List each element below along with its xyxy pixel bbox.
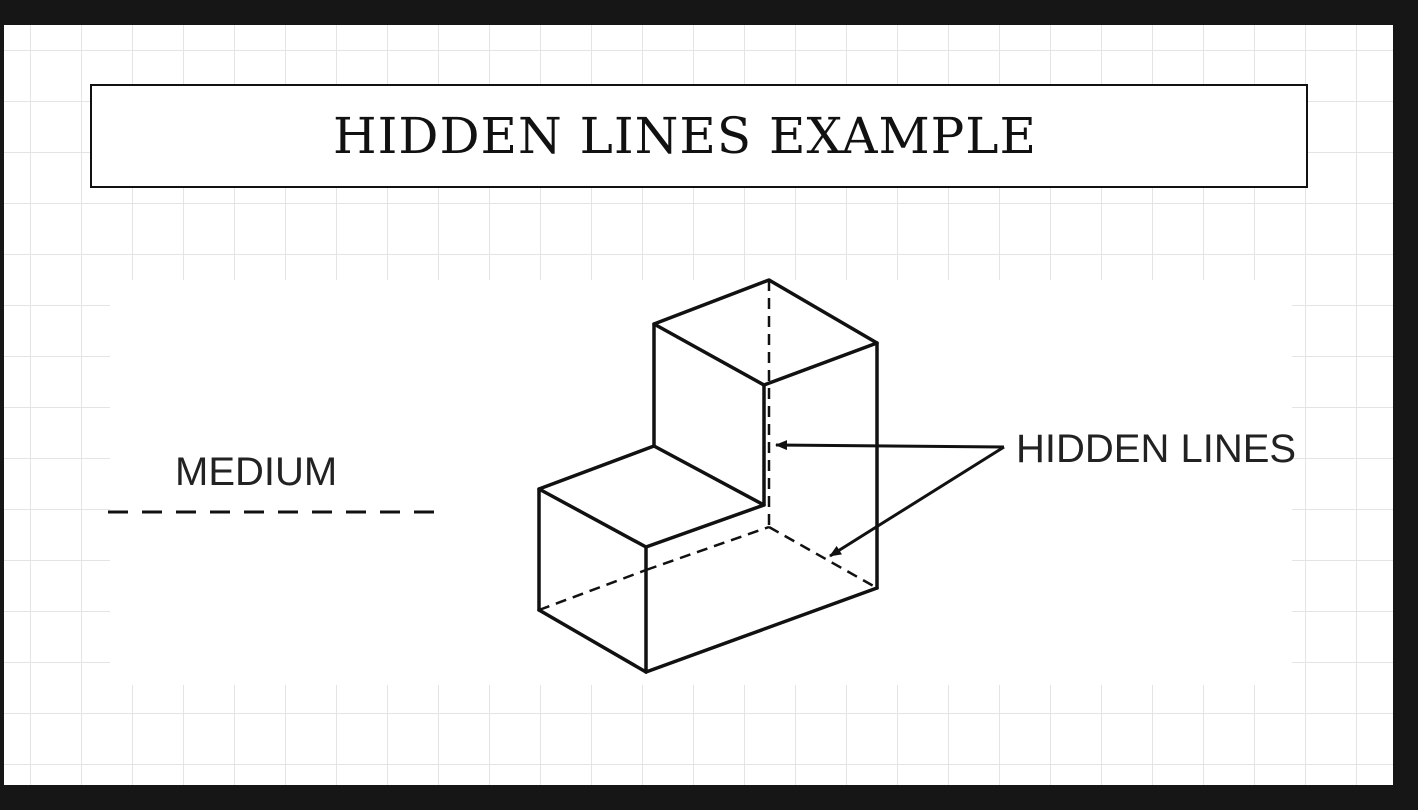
slide: HIDDEN LINES EXAMPLE MEDIUM [4, 25, 1393, 785]
title-box: HIDDEN LINES EXAMPLE [90, 84, 1308, 188]
hidden-lines-diagram: MEDIUM [108, 278, 1296, 674]
diagram-panel [110, 280, 1292, 685]
hidden-lines-callout-arrows [775, 440, 1005, 558]
l-block-hidden-edges [538, 280, 878, 612]
l-block-visible-edges [537, 278, 879, 674]
hidden-lines-label: HIDDEN LINES [1016, 427, 1296, 471]
page-title: HIDDEN LINES EXAMPLE [333, 107, 1037, 165]
line-type-label: MEDIUM [175, 450, 337, 494]
